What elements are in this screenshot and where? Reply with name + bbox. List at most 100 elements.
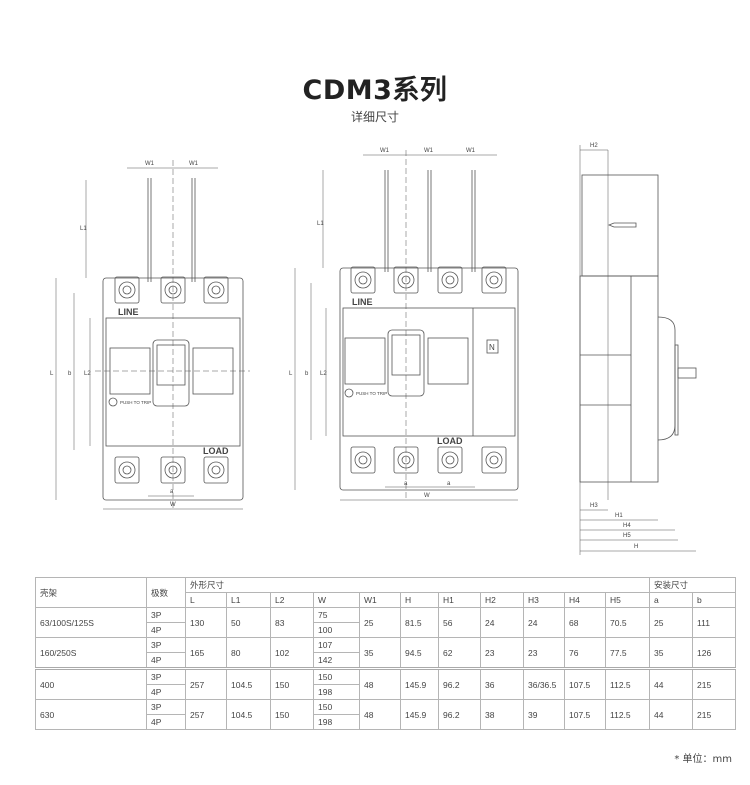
- terminal: [114, 456, 140, 484]
- dimension-drawing: W1 W1 L1 L b L2 a W LINE LOAD PUSH TO TR…: [50, 143, 697, 555]
- cell-l1: 104.5: [226, 667, 271, 700]
- label-l2: L2: [84, 371, 91, 377]
- label-neutral: N: [489, 343, 495, 352]
- cell-l: 257: [185, 699, 227, 730]
- terminal: [114, 276, 140, 304]
- cell-w: 107: [313, 637, 360, 653]
- cell-l: 165: [185, 637, 227, 669]
- cell-h1: 62: [438, 637, 481, 669]
- cell-h5: 112.5: [605, 699, 650, 730]
- cell-poles: 4P: [146, 684, 186, 700]
- label-w1: W1: [466, 148, 476, 154]
- label-l: L: [289, 371, 293, 377]
- cell-h1: 96.2: [438, 667, 481, 700]
- cell-poles: 4P: [146, 622, 186, 638]
- label-line: LINE: [118, 307, 139, 317]
- cell-h5: 77.5: [605, 637, 650, 669]
- cell-l2: 150: [270, 667, 314, 700]
- cell-h2: 23: [480, 637, 524, 669]
- header-frame: 壳架: [35, 577, 147, 608]
- label-h1: H1: [615, 513, 623, 519]
- cell-h: 94.5: [400, 637, 439, 669]
- header-l2: L2: [270, 592, 314, 608]
- cell-h3: 36/36.5: [523, 667, 565, 700]
- cell-poles: 3P: [146, 699, 186, 715]
- cell-h: 145.9: [400, 667, 439, 700]
- label-w1: W1: [145, 161, 155, 167]
- cell-b: 126: [692, 637, 736, 669]
- header-outline: 外形尺寸: [185, 577, 650, 593]
- cell-a: 44: [649, 699, 693, 730]
- label-w1: W1: [189, 161, 199, 167]
- cell-h2: 24: [480, 607, 524, 638]
- cell-l1: 50: [226, 607, 271, 638]
- cell-frame: 63/100S/125S: [35, 607, 147, 638]
- cell-h: 81.5: [400, 607, 439, 638]
- front-view-4p: W1 W1 W1 L1 L b L2 a a W LINE LOAD PUSH …: [289, 148, 519, 501]
- header-h4: H4: [564, 592, 606, 608]
- label-l1: L1: [317, 221, 324, 227]
- cell-w: 75: [313, 607, 360, 623]
- cell-h5: 112.5: [605, 667, 650, 700]
- label-b: b: [68, 371, 72, 377]
- cell-l2: 83: [270, 607, 314, 638]
- cell-w: 198: [313, 714, 360, 730]
- cell-l1: 104.5: [226, 699, 271, 730]
- cell-w: 150: [313, 699, 360, 715]
- terminal: [350, 266, 376, 294]
- label-load: LOAD: [437, 436, 463, 446]
- header-mount: 安装尺寸: [649, 577, 736, 593]
- cell-h1: 56: [438, 607, 481, 638]
- header-w1: W1: [359, 592, 401, 608]
- header-w: W: [313, 592, 360, 608]
- cell-h3: 24: [523, 607, 565, 638]
- cell-w1: 48: [359, 667, 401, 700]
- cell-h3: 23: [523, 637, 565, 669]
- label-a: a: [404, 481, 408, 487]
- cell-l2: 150: [270, 699, 314, 730]
- cell-poles: 4P: [146, 652, 186, 669]
- terminal: [437, 446, 463, 474]
- front-view-3p: W1 W1 L1 L b L2 a W LINE LOAD PUSH TO TR…: [50, 160, 250, 510]
- terminal: [203, 276, 229, 304]
- header-l: L: [185, 592, 227, 608]
- header-h: H: [400, 592, 439, 608]
- label-w1: W1: [380, 148, 390, 154]
- cell-b: 215: [692, 699, 736, 730]
- cell-h4: 107.5: [564, 667, 606, 700]
- header-a: a: [649, 592, 693, 608]
- label-w1: W1: [424, 148, 434, 154]
- cell-frame: 400: [35, 667, 147, 700]
- header-b: b: [692, 592, 736, 608]
- cell-poles: 4P: [146, 714, 186, 730]
- label-h3: H3: [590, 503, 598, 509]
- cell-b: 215: [692, 667, 736, 700]
- cell-h4: 107.5: [564, 699, 606, 730]
- label-l1: L1: [80, 226, 87, 232]
- cell-h: 145.9: [400, 699, 439, 730]
- label-push-to-trip: PUSH TO TRIP: [120, 400, 151, 405]
- cell-h2: 38: [480, 699, 524, 730]
- label-load: LOAD: [203, 446, 229, 456]
- cell-w: 150: [313, 667, 360, 685]
- label-h5: H5: [623, 533, 631, 539]
- label-push-to-trip: PUSH TO TRIP: [356, 391, 387, 396]
- cell-b: 111: [692, 607, 736, 638]
- label-h: H: [634, 544, 638, 550]
- label-w: W: [170, 502, 176, 508]
- side-view: H2 H3 H1 H4 H5 H: [579, 143, 697, 555]
- cell-h4: 68: [564, 607, 606, 638]
- label-a: a: [170, 489, 174, 495]
- label-h2: H2: [590, 143, 598, 149]
- cell-a: 44: [649, 667, 693, 700]
- cell-w1: 48: [359, 699, 401, 730]
- label-l: L: [50, 371, 54, 377]
- label-a: a: [447, 481, 451, 487]
